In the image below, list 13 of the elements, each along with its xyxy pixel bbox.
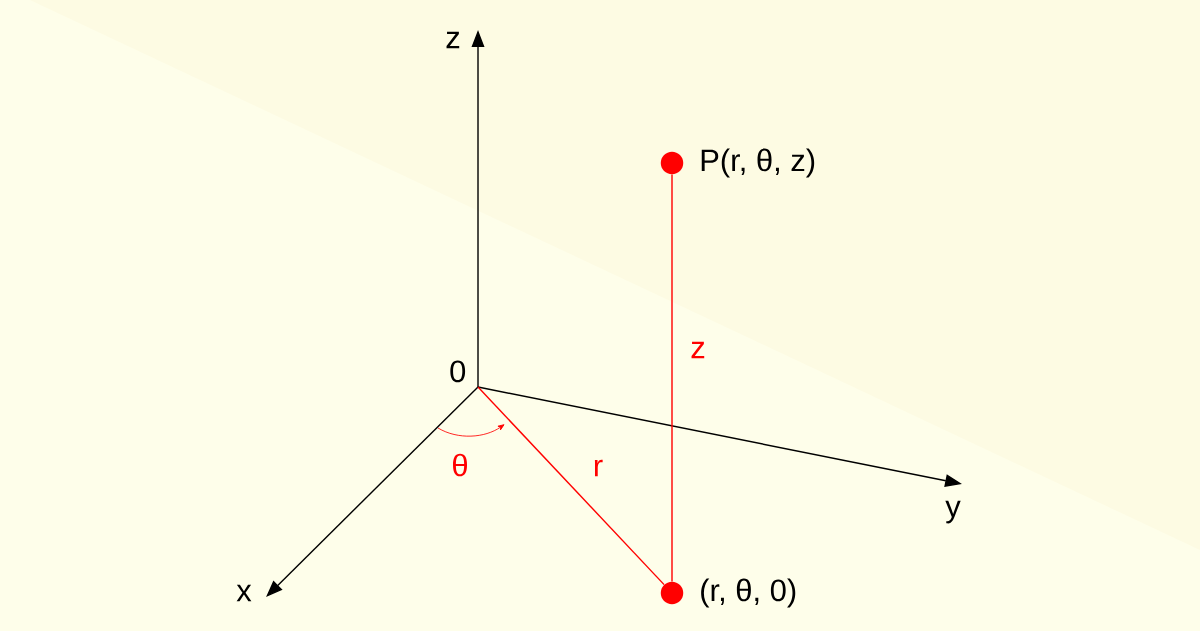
point-label: (r, θ, 0)	[701, 578, 796, 608]
line-segment	[477, 386, 665, 586]
z-axis-label: z	[446, 31, 460, 49]
y-axis-label: y	[945, 500, 961, 524]
edge-label: r	[594, 459, 603, 477]
origin-label: 0	[450, 360, 466, 383]
point-dot	[660, 151, 684, 175]
line-segment	[671, 173, 673, 583]
point-dot	[660, 581, 684, 605]
angle-label: θ	[453, 453, 467, 477]
point-label: P(r, θ, z)	[701, 148, 815, 178]
edge-label: z	[691, 341, 705, 359]
x-axis-label: x	[236, 584, 252, 602]
